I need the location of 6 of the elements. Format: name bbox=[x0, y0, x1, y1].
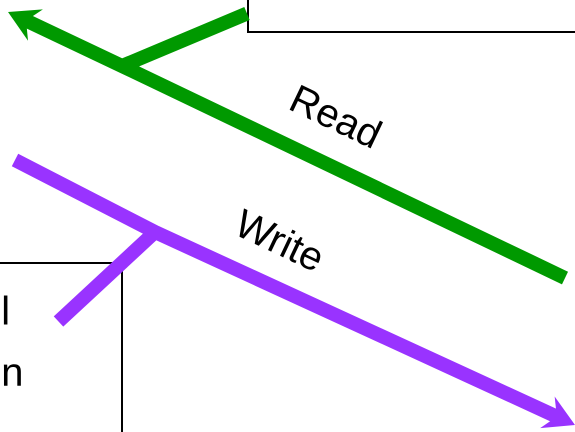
edge-label: Read bbox=[285, 80, 387, 152]
box bbox=[247, 0, 575, 33]
box bbox=[0, 262, 123, 432]
box-text: l bbox=[4, 296, 8, 324]
edge-label: Write bbox=[230, 206, 330, 274]
box-text: n bbox=[4, 364, 21, 386]
